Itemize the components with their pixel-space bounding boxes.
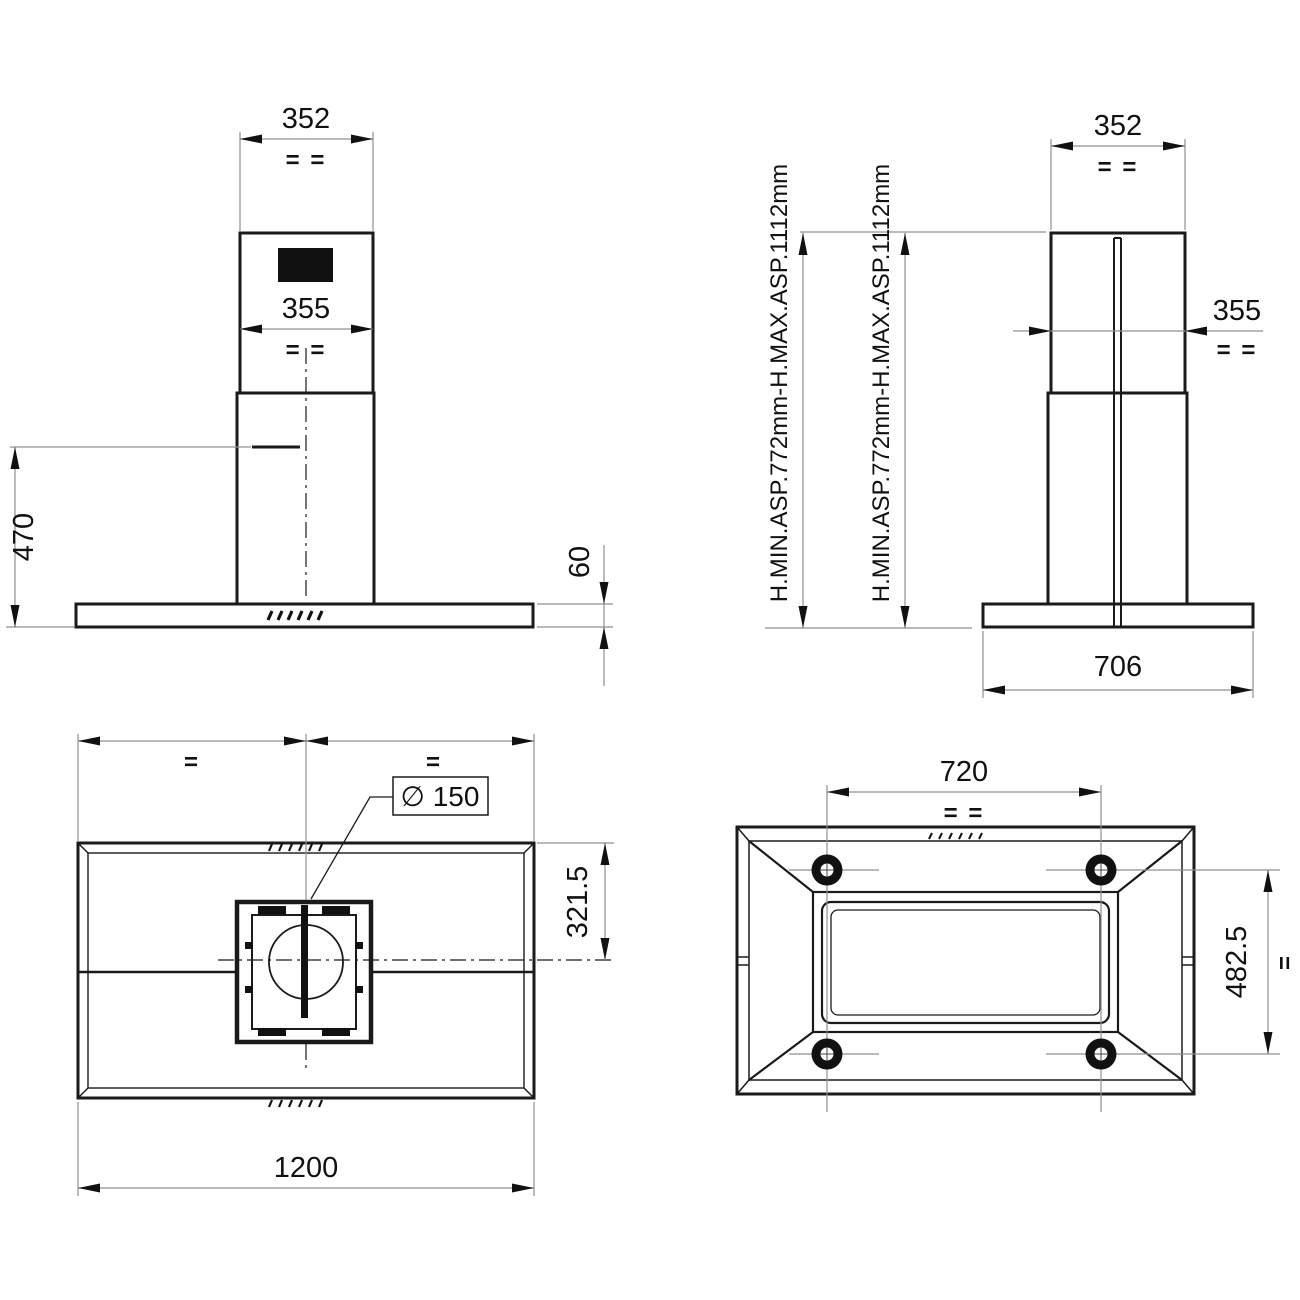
top-mount-tabs <box>245 906 363 1036</box>
side-chimney-lower <box>1046 391 1189 606</box>
side-canopy <box>981 602 1255 629</box>
side-dim-706-label: 706 <box>1094 651 1142 683</box>
front-dim-60-label: 60 <box>564 546 596 578</box>
side-dim-height-range-outer: H.MIN.ASP.772mm-H.MAX.ASP.1112mm <box>765 164 1046 629</box>
front-dim-355-label: 355 <box>282 293 330 325</box>
bottom-rim-inner-edge <box>748 840 1183 1081</box>
bottom-hole-centerlines <box>789 785 1280 1112</box>
front-display-screen <box>278 248 333 282</box>
top-mount-outer-frame <box>234 899 374 1045</box>
side-dim-352-eq: = = <box>1098 154 1139 181</box>
top-dim-1200-label: 1200 <box>274 1152 339 1184</box>
side-dim-352: 352 = = <box>1050 110 1186 230</box>
top-eq-left: = <box>184 749 200 776</box>
side-dim-height-range-inner: H.MIN.ASP.772mm-H.MAX.ASP.1112mm <box>868 164 910 628</box>
front-dim-355: 355 = = <box>240 293 373 364</box>
bottom-dim-482-5: 482.5 = <box>1221 870 1299 1054</box>
bottom-canopy-outline <box>735 825 1196 1096</box>
bottom-dim-720-label: 720 <box>940 756 988 788</box>
top-dim-1200: 1200 <box>77 1102 535 1196</box>
front-dim-352-label: 352 <box>282 103 330 135</box>
front-dim-355-eq: = = <box>286 337 327 364</box>
side-height-range-label-outer: H.MIN.ASP.772mm-H.MAX.ASP.1112mm <box>766 164 793 602</box>
top-dim-321-5: 321.5 <box>537 842 614 960</box>
front-dim-352: 352 = = <box>239 103 374 231</box>
top-duct-label-box <box>392 776 489 816</box>
bottom-corner-miters <box>736 826 1195 1095</box>
side-height-range-label-inner: H.MIN.ASP.772mm-H.MAX.ASP.1112mm <box>868 164 895 602</box>
bottom-control-buttons-marks <box>928 832 983 840</box>
side-view: 352 = = 355 = = H.MIN.ASP.772mm-H.MAX.AS… <box>765 110 1263 698</box>
side-dim-355: 355 = = <box>1013 295 1263 364</box>
bottom-filter-opening-inner <box>830 909 1101 1016</box>
front-dim-60: 60 <box>537 545 613 686</box>
side-chimney-upper <box>1049 231 1187 395</box>
top-view: = = ∅ 150 321.5 1200 <box>76 734 614 1196</box>
front-dim-352-eq: = = <box>286 147 327 174</box>
bottom-edge-notches <box>737 956 1194 966</box>
bottom-plenum-frame <box>811 890 1120 1034</box>
top-corner-miters <box>77 842 535 1099</box>
bottom-dim-482-5-eq: = <box>1272 954 1299 970</box>
top-chimney-mount <box>218 899 612 1072</box>
side-dim-355-eq: = = <box>1217 337 1258 364</box>
front-dim-470-label: 470 <box>8 513 40 561</box>
bottom-frame-diagonals <box>748 840 1183 1081</box>
bottom-dim-720: 720 = = <box>827 756 1101 827</box>
front-control-buttons <box>266 610 324 621</box>
top-eq-right: = <box>426 749 442 776</box>
bottom-dim-720-eq: = = <box>944 800 985 827</box>
side-dim-352-label: 352 <box>1094 110 1142 142</box>
bottom-filter-opening-outer <box>820 900 1111 1025</box>
top-chimney-seam-bar <box>301 905 308 1018</box>
bottom-view: 720 = = 482.5 = <box>735 756 1299 1112</box>
bottom-mounting-holes <box>811 854 1117 1070</box>
top-control-buttons-marks <box>267 843 324 1108</box>
top-dim-equal-halves: = = <box>77 734 535 900</box>
side-dim-706: 706 <box>982 631 1254 698</box>
top-duct-leader-line <box>310 796 393 900</box>
side-dim-355-label: 355 <box>1213 295 1261 327</box>
top-dim-321-5-label: 321.5 <box>562 866 594 939</box>
front-dim-470: 470 <box>6 446 251 628</box>
front-canopy <box>74 602 535 629</box>
top-duct-label: ∅ 150 <box>401 781 480 812</box>
front-view: 352 = = 355 = = 470 60 <box>6 103 613 686</box>
bottom-dim-482-5-label: 482.5 <box>1221 926 1253 999</box>
side-chimney-slot <box>1113 237 1122 627</box>
top-duct-callout: ∅ 150 <box>310 776 489 900</box>
